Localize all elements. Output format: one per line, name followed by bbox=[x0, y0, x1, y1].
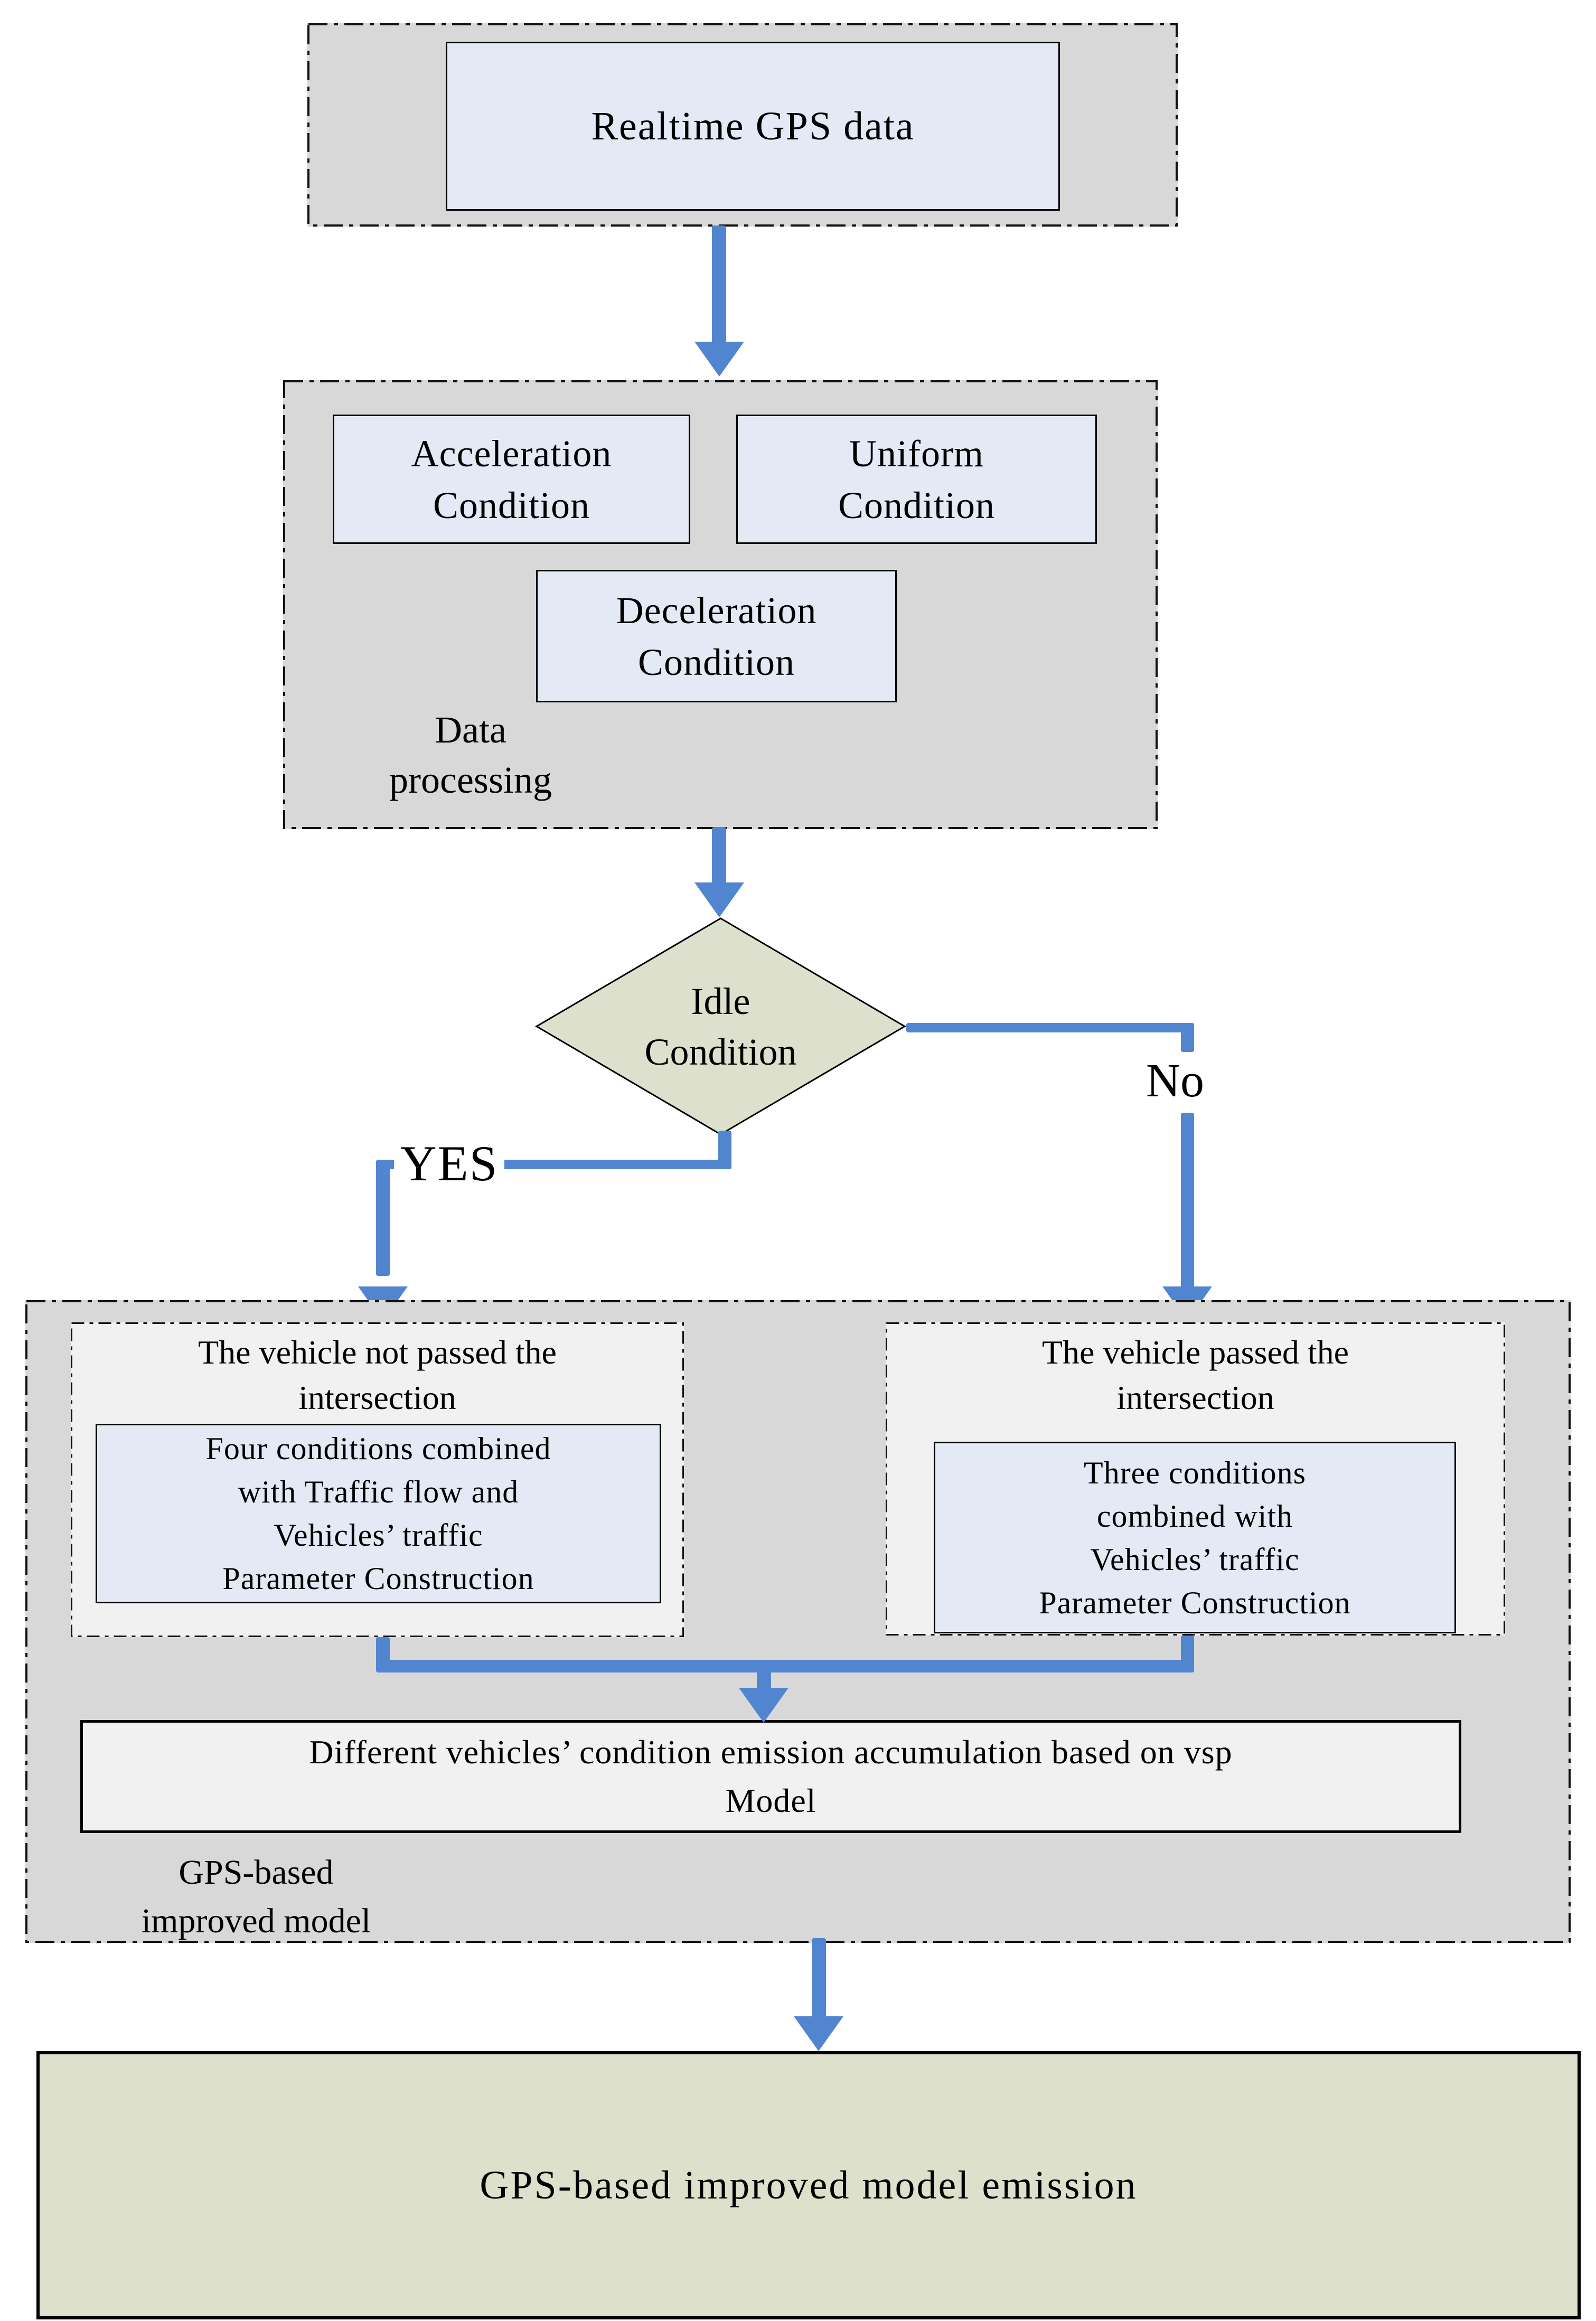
acceleration-condition-label: Acceleration Condition bbox=[411, 432, 612, 527]
arrow-to-output-head bbox=[794, 2016, 843, 2051]
arrow-source-to-processing-head bbox=[694, 342, 744, 377]
no-branch-vertical-line bbox=[1181, 1113, 1194, 1295]
yes-branch-label: YES bbox=[394, 1134, 505, 1192]
no-branch-label: No bbox=[1146, 1055, 1204, 1107]
deceleration-condition-label: Deceleration Condition bbox=[616, 589, 817, 683]
gps-improved-model-emission-label: GPS-based improved model emission bbox=[480, 2163, 1138, 2207]
four-conditions-label: Four conditions combined with Traffic fl… bbox=[205, 1431, 551, 1596]
vehicle-passed-title: The vehicle passed the intersection bbox=[1041, 1333, 1349, 1416]
vsp-model-box: Different vehicles’ condition emission a… bbox=[80, 1720, 1461, 1833]
merge-horizontal-bar bbox=[376, 1660, 1194, 1672]
gps-improved-model-container: The vehicle not passed the intersection … bbox=[25, 1300, 1571, 1943]
arrow-to-output-shaft bbox=[812, 1938, 826, 2017]
vehicle-not-passed-title: The vehicle not passed the intersection bbox=[198, 1333, 557, 1416]
arrow-processing-to-decision-shaft bbox=[712, 827, 726, 885]
three-conditions-label: Three conditions combined with Vehicles’… bbox=[1039, 1455, 1351, 1620]
realtime-gps-container: Realtime GPS data bbox=[307, 23, 1178, 227]
no-branch-elbow-stub bbox=[1181, 1023, 1194, 1052]
uniform-condition-box: Uniform Condition bbox=[736, 415, 1097, 544]
uniform-condition-label: Uniform Condition bbox=[838, 432, 996, 527]
vehicle-passed-box: The vehicle passed the intersection Thre… bbox=[886, 1322, 1505, 1636]
no-branch-horizontal-line bbox=[906, 1023, 1194, 1032]
acceleration-condition-box: Acceleration Condition bbox=[333, 415, 690, 544]
idle-condition-decision: Idle Condition bbox=[535, 917, 906, 1135]
four-conditions-box: Four conditions combined with Traffic fl… bbox=[96, 1424, 661, 1603]
vehicle-not-passed-box: The vehicle not passed the intersection … bbox=[71, 1322, 684, 1637]
vsp-model-label: Different vehicles’ condition emission a… bbox=[309, 1733, 1233, 1819]
merge-arrow-head bbox=[739, 1688, 788, 1723]
realtime-gps-data-label: Realtime GPS data bbox=[591, 104, 915, 148]
data-processing-container: Acceleration Condition Uniform Condition… bbox=[283, 380, 1158, 829]
deceleration-condition-box: Deceleration Condition bbox=[536, 570, 897, 702]
arrow-source-to-processing-shaft bbox=[712, 225, 726, 344]
realtime-gps-data-box: Realtime GPS data bbox=[446, 42, 1060, 211]
three-conditions-box: Three conditions combined with Vehicles’… bbox=[934, 1442, 1456, 1633]
gps-improved-model-emission-box: GPS-based improved model emission bbox=[36, 2051, 1581, 2319]
yes-branch-vertical-line bbox=[376, 1160, 390, 1276]
idle-condition-label: Idle Condition bbox=[644, 980, 797, 1073]
data-processing-section-label: Data processing bbox=[389, 709, 552, 801]
gps-improved-model-label: GPS-based improved model bbox=[141, 1853, 371, 1940]
arrow-processing-to-decision-head bbox=[694, 882, 744, 917]
